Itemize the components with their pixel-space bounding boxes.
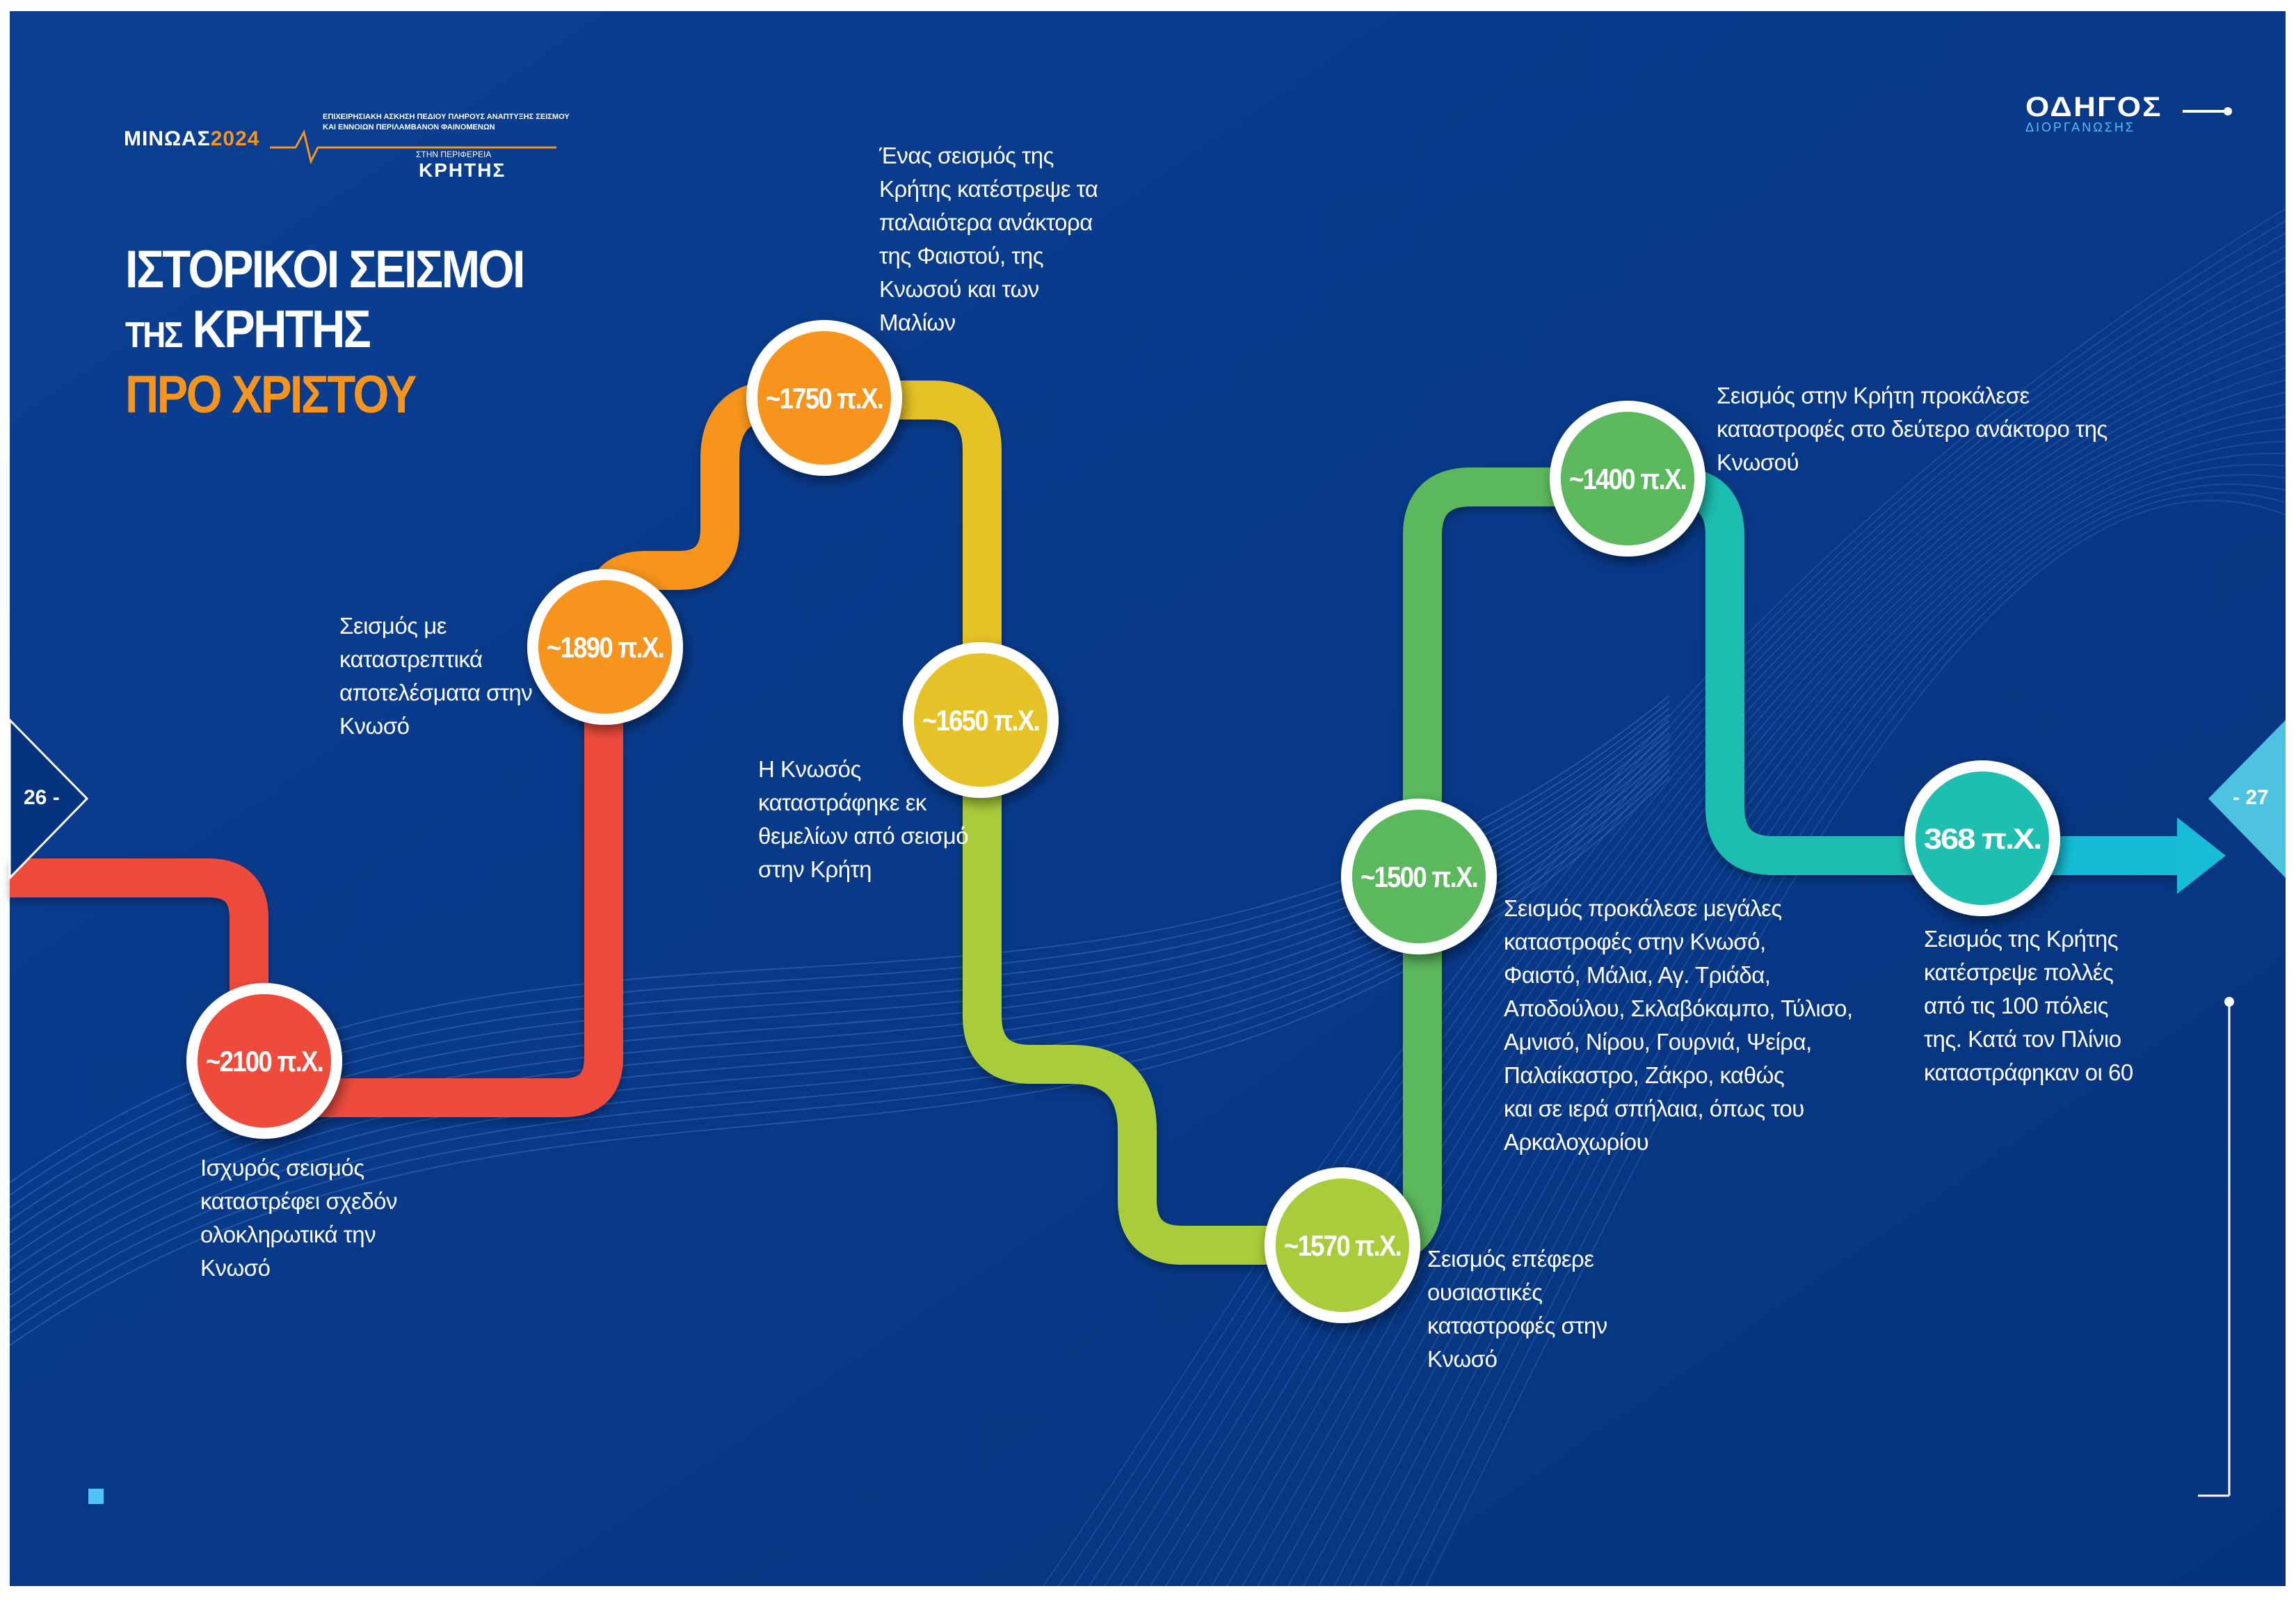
timeline-segment-lime <box>963 720 1342 1265</box>
title-line-1: ΙΣΤΟΡΙΚΟΙ ΣΕΙΣΜΟΙ <box>125 240 526 299</box>
event-description-1: Ισχυρός σεισμός καταστρέφει σχεδόν ολοκλ… <box>200 1155 397 1281</box>
wave-line <box>1395 483 2286 1587</box>
wave-line <box>1058 220 2286 1587</box>
wave-line <box>1333 440 2286 1587</box>
logo-subtitle: ΕΠΙΧΕΙΡΗΣΙΑΚΗ ΑΣΚΗΣΗ ΠΕΔΙΟΥ ΠΛΗΡΟΥΣ ΑΝΑΠ… <box>323 113 570 131</box>
wave-line <box>1211 342 2286 1587</box>
event-date-label: ~1570 π.Χ. <box>1284 1229 1401 1262</box>
right-marker-line <box>2198 1002 2231 1497</box>
wave-line <box>1104 257 2286 1587</box>
title-line-2-big: ΚΡΗΤΗΣ <box>192 300 371 359</box>
event-node-fill <box>1276 1178 1409 1312</box>
event-date-label: 368 π.Χ. <box>1924 822 2041 855</box>
right-marker-dot <box>2224 997 2234 1007</box>
logo-region: ΣΤΗΝ ΠΕΡΙΦΕΡΕΙΑ <box>416 150 492 159</box>
wave-line <box>1043 208 2286 1587</box>
wave-line <box>1134 281 2286 1587</box>
event-node-2: ~1890 π.Χ. <box>527 569 683 725</box>
event-node-fill <box>198 994 331 1128</box>
title-line-2: ΤΗΣ ΚΡΗΤΗΣ <box>125 300 524 365</box>
wave-line <box>1196 330 2286 1587</box>
event-date-label: ~1500 π.Χ. <box>1360 861 1477 893</box>
event-description-2: Σεισμός με καταστρεπτικά αποτελέσματα στ… <box>339 613 533 739</box>
event-description-8: Σεισμός της Κρήτης κατέστρεψε πολλές από… <box>1924 926 2133 1085</box>
wave-line <box>1226 355 2286 1587</box>
corner-square <box>88 1489 104 1504</box>
wave-line <box>1349 452 2286 1587</box>
event-description-5: Σεισμός επέφερε ουσιαστικές καταστροφές … <box>1427 1246 1607 1372</box>
event-node-5: ~1570 π.Χ. <box>1265 1167 1420 1323</box>
next-page-tab[interactable] <box>2208 720 2286 878</box>
event-node-fill <box>1352 810 1486 943</box>
event-node-6: ~1500 π.Χ. <box>1341 799 1497 954</box>
timeline-segment-yellow <box>821 381 1002 720</box>
timeline-arrowhead <box>2177 817 2226 894</box>
logo-main-text: ΜΙΝΩΑΣ <box>124 127 211 150</box>
event-description-3: Ένας σεισμός της Κρήτης κατέστρεψε τα πα… <box>879 143 1098 335</box>
event-date-label: ~1650 π.Χ. <box>922 704 1039 737</box>
event-date-label: ~2100 π.Χ. <box>206 1045 323 1078</box>
wave-line <box>1165 305 2286 1587</box>
wave-line <box>1379 474 2286 1587</box>
event-description-6: Σεισμός προκάλεσε μεγάλες καταστροφές στ… <box>1504 895 1853 1155</box>
wave-line <box>1425 499 2286 1587</box>
event-date-label: ~1890 π.Χ. <box>547 631 664 664</box>
title-line-3: ΠΡΟ ΧΡΙΣΤΟΥ <box>125 365 417 424</box>
event-node-fill <box>1561 412 1694 545</box>
logo-heartbeat-line <box>270 129 556 165</box>
guide-logo: ΟΔΗΓΟΣ ΔΙΟΡΓΑΝΩΣΗΣ <box>2025 92 2161 135</box>
wave-line <box>1410 492 2286 1587</box>
event-node-3: ~1750 π.Χ. <box>746 320 902 476</box>
event-node-fill <box>914 653 1047 787</box>
logo-wordmark: ΜΙΝΩΑΣ2024 <box>124 127 259 151</box>
page-title: ΙΣΤΟΡΙΚΟΙ ΣΕΙΣΜΟΙ ΤΗΣ ΚΡΗΤΗΣ ΠΡΟ ΧΡΙΣΤΟΥ <box>125 240 526 425</box>
event-nodes: ~2100 π.Χ. ~1890 π.Χ. ~1750 π.Χ. ~1650 π.Χ.… <box>186 320 2060 1323</box>
event-node-fill <box>538 580 672 714</box>
wave-line <box>1364 463 2286 1587</box>
event-node-1: ~2100 π.Χ. <box>186 983 342 1139</box>
wave-line <box>1150 294 2286 1587</box>
timeline-segment-teal-green <box>1403 467 1628 877</box>
wave-line <box>1073 232 2286 1587</box>
wave-line <box>1257 379 2286 1587</box>
event-node-8: 368 π.Χ. <box>1904 760 2060 916</box>
event-node-4: ~1650 π.Χ. <box>903 642 1059 798</box>
page-background <box>10 11 2286 1586</box>
wave-line <box>1119 269 2286 1587</box>
guide-title: ΟΔΗΓΟΣ <box>2025 92 2162 122</box>
event-date-label: ~1400 π.Χ. <box>1569 463 1686 495</box>
wave-line <box>1318 428 2286 1587</box>
page-number-left: 26 - <box>24 786 60 809</box>
guide-underline-dot <box>2224 107 2232 115</box>
title-line-2-small: ΤΗΣ <box>125 315 183 355</box>
wave-line <box>1180 318 2286 1587</box>
page-number-right: - 27 <box>2233 786 2269 809</box>
event-description-4: Η Κνωσός καταστράφηκε εκ θεμελίων από σε… <box>758 756 969 882</box>
event-node-7: ~1400 π.Χ. <box>1550 401 1705 557</box>
wave-line <box>1242 367 2286 1587</box>
event-date-label: ~1750 π.Χ. <box>766 382 883 415</box>
event-description-7: Σεισμός στην Κρήτη προκάλεσε καταστροφές… <box>1717 383 2108 475</box>
guide-subtitle: ΔΙΟΡΓΑΝΩΣΗΣ <box>2025 120 2136 134</box>
event-node-fill <box>1916 771 2049 905</box>
wave-line <box>1089 244 2286 1587</box>
prev-page-tab[interactable] <box>8 717 89 881</box>
logo-crete: ΚΡΗΤΗΣ <box>419 159 506 181</box>
event-node-fill <box>757 331 891 465</box>
logo-year: 2024 <box>210 127 260 150</box>
